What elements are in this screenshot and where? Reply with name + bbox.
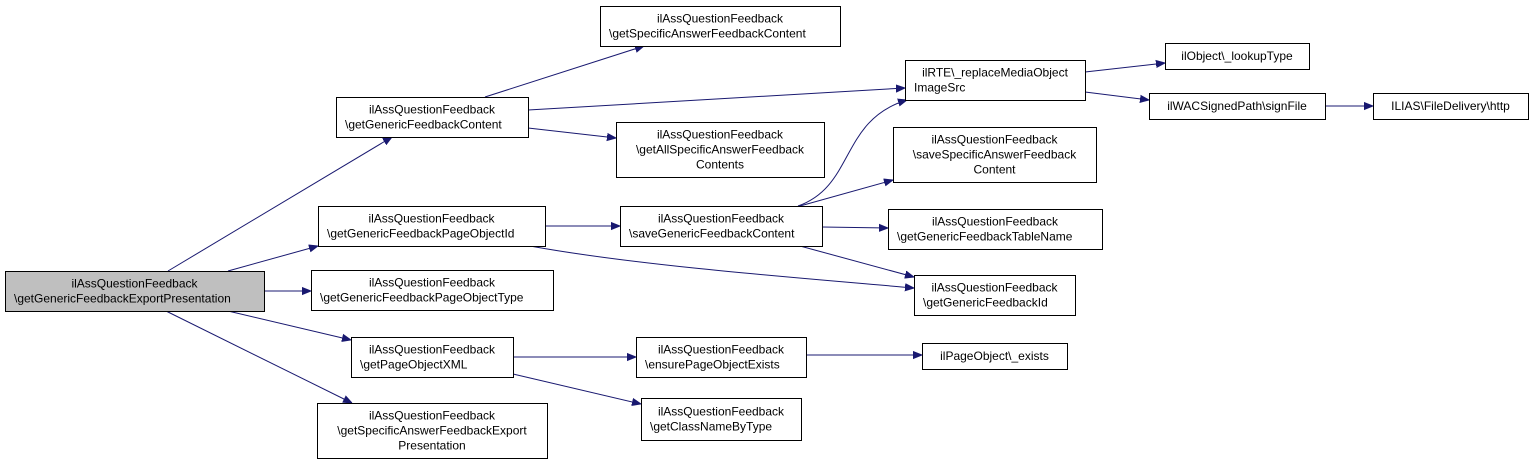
edges: [165, 46, 1373, 404]
node-sgfc[interactable]: ilAssQuestionFeedback\saveGenericFeedbac…: [620, 206, 823, 247]
node-label-line: ilRTE\_replaceMediaObject: [922, 66, 1069, 80]
node-box: [636, 337, 807, 378]
node-label-line: Contents: [696, 158, 744, 172]
edge-gfc-to-gasafc: [527, 127, 616, 138]
node-label-line: ilAssQuestionFeedback: [657, 12, 784, 26]
node-label-line: ilAssQuestionFeedback: [369, 103, 496, 117]
node-label-line: ilAssQuestionFeedback: [657, 128, 784, 142]
node-label-line: \getGenericFeedbackPageObjectType: [320, 291, 524, 305]
node-label-line: Content: [973, 163, 1016, 177]
node-wac[interactable]: ilWACSignedPath\signFile: [1149, 93, 1326, 120]
node-label-line: \getAllSpecificAnswerFeedback: [636, 143, 805, 157]
node-label-line: ilAssQuestionFeedback: [658, 212, 785, 226]
node-gfid[interactable]: ilAssQuestionFeedback\getGenericFeedback…: [914, 275, 1076, 316]
node-box: [600, 6, 841, 47]
node-box: [914, 275, 1076, 316]
node-box: [351, 337, 514, 378]
node-label-line: ILIAS\FileDelivery\http: [1391, 99, 1510, 113]
edge-sgfc-to-rte: [797, 100, 907, 207]
edge-gpoxml-to-gcnbt: [512, 373, 641, 404]
edge-gfc-to-rte: [527, 88, 905, 111]
node-label-line: Presentation: [398, 439, 465, 453]
node-box: [1373, 93, 1529, 120]
node-label-line: \getPageObjectXML: [360, 358, 468, 372]
node-gpoxml[interactable]: ilAssQuestionFeedback\getPageObjectXML: [351, 337, 514, 378]
node-label-line: \saveSpecificAnswerFeedback: [913, 148, 1077, 162]
edge-sgfc-to-gftn: [821, 227, 888, 228]
node-box: [620, 206, 823, 247]
node-label-line: ilAssQuestionFeedback: [658, 343, 785, 357]
node-label-line: \getClassNameByType: [650, 420, 772, 434]
node-gsafc[interactable]: ilAssQuestionFeedback\getSpecificAnswerF…: [600, 6, 841, 47]
node-gftn[interactable]: ilAssQuestionFeedback\getGenericFeedback…: [888, 209, 1103, 250]
node-label-line: \getGenericFeedbackContent: [345, 118, 502, 132]
edge-gfc-to-gsafc: [484, 46, 644, 98]
node-gfpotype[interactable]: ilAssQuestionFeedback\getGenericFeedback…: [311, 270, 554, 311]
edge-root-to-gpoxml: [227, 310, 351, 340]
node-gsafep[interactable]: ilAssQuestionFeedback\getSpecificAnswerF…: [317, 403, 548, 459]
edge-root-to-gfc: [167, 137, 392, 272]
node-label-line: \getGenericFeedbackPageObjectId: [327, 227, 514, 241]
edge-gfpoid-to-gfid: [529, 245, 914, 288]
edge-sgfc-to-ssafc: [799, 180, 893, 207]
node-box: [318, 206, 546, 247]
edge-rte-to-lookup: [1084, 63, 1165, 73]
node-label-line: \saveGenericFeedbackContent: [629, 227, 795, 241]
node-label-line: \getSpecificAnswerFeedbackContent: [609, 27, 806, 41]
edge-root-to-gsafep: [165, 310, 352, 403]
node-label-line: ilAssQuestionFeedback: [931, 281, 1058, 295]
node-label-line: \getGenericFeedbackTableName: [897, 230, 1073, 244]
node-box: [905, 60, 1086, 101]
node-label-line: ilPageObject\_exists: [940, 349, 1049, 363]
node-label-line: ilAssQuestionFeedback: [71, 277, 198, 291]
node-label-line: ilAssQuestionFeedback: [369, 343, 496, 357]
edge-sgfc-to-gfid: [799, 245, 914, 277]
node-box: [317, 403, 548, 459]
node-box: [1165, 43, 1310, 70]
node-label-line: ilObject\_lookupType: [1181, 49, 1293, 63]
node-label-line: \getGenericFeedbackId: [923, 296, 1048, 310]
node-box: [922, 343, 1068, 370]
node-box: [893, 127, 1097, 183]
node-lookup[interactable]: ilObject\_lookupType: [1165, 43, 1310, 70]
nodes: ilAssQuestionFeedback\getGenericFeedback…: [5, 6, 1529, 459]
node-label-line: \getGenericFeedbackExportPresentation: [14, 292, 231, 306]
node-box: [616, 122, 825, 178]
node-label-line: \ensurePageObjectExists: [645, 358, 780, 372]
node-ssafc[interactable]: ilAssQuestionFeedback\saveSpecificAnswer…: [893, 127, 1097, 183]
edge-rte-to-wac: [1084, 91, 1149, 100]
node-box: [311, 270, 554, 311]
node-label-line: ilAssQuestionFeedback: [369, 409, 496, 423]
node-label-line: ilAssQuestionFeedback: [932, 215, 1059, 229]
node-gfc[interactable]: ilAssQuestionFeedback\getGenericFeedback…: [336, 97, 529, 138]
node-box: [5, 271, 265, 312]
node-box: [641, 398, 802, 441]
node-label-line: ilAssQuestionFeedback: [368, 212, 495, 226]
edge-root-to-gfpoid: [227, 246, 318, 272]
node-gfpoid[interactable]: ilAssQuestionFeedback\getGenericFeedback…: [318, 206, 546, 247]
node-label-line: ilAssQuestionFeedback: [931, 133, 1058, 147]
node-label-line: ilAssQuestionFeedback: [658, 405, 785, 419]
node-http[interactable]: ILIAS\FileDelivery\http: [1373, 93, 1529, 120]
node-label-line: ImageSrc: [914, 81, 965, 95]
node-root[interactable]: ilAssQuestionFeedback\getGenericFeedback…: [5, 271, 265, 312]
node-label-line: ilAssQuestionFeedback: [369, 276, 496, 290]
node-poexists[interactable]: ilPageObject\_exists: [922, 343, 1068, 370]
node-box: [1149, 93, 1326, 120]
node-gcnbt[interactable]: ilAssQuestionFeedback\getClassNameByType: [641, 398, 802, 441]
node-box: [888, 209, 1103, 250]
node-epoe[interactable]: ilAssQuestionFeedback\ensurePageObjectEx…: [636, 337, 807, 378]
node-gasafc[interactable]: ilAssQuestionFeedback\getAllSpecificAnsw…: [616, 122, 825, 178]
node-box: [336, 97, 529, 138]
node-label-line: ilWACSignedPath\signFile: [1167, 99, 1307, 113]
node-label-line: \getSpecificAnswerFeedbackExport: [337, 424, 527, 438]
